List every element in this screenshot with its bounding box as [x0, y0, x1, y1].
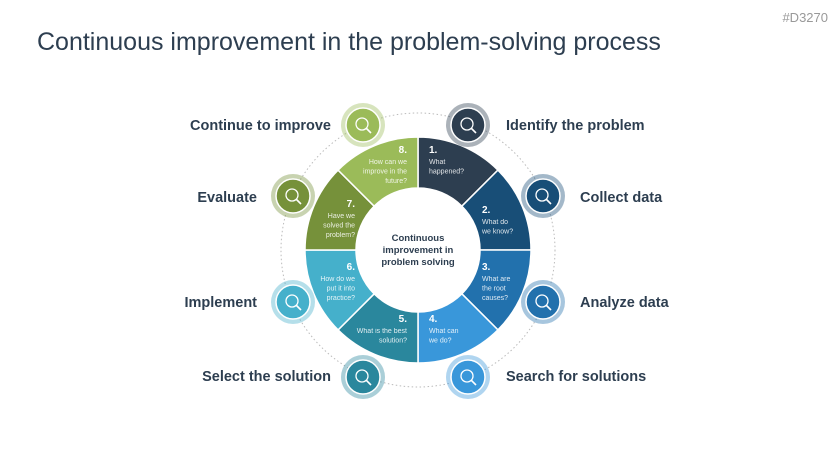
segment-question: the root: [482, 286, 506, 293]
segment-question: happened?: [429, 169, 464, 176]
segment-question: What do: [482, 219, 508, 226]
segment-question: How do we: [320, 276, 355, 283]
dotted-orbit: [280, 112, 556, 388]
segment-question: we know?: [481, 229, 513, 236]
step-label-1: Identify the problem: [506, 118, 645, 134]
magnifier-chart-icon: [521, 174, 565, 218]
idea-search-icon: [446, 355, 490, 399]
bulb-gear-icon: [271, 280, 315, 324]
step-label-5: Select the solution: [202, 369, 331, 385]
segment-question: future?: [385, 178, 407, 185]
step-label-2: Collect data: [580, 190, 663, 206]
step-label-7: Evaluate: [197, 190, 257, 206]
segment-question: How can we: [369, 159, 407, 166]
segment-question: Have we: [328, 213, 355, 220]
segment-question: What is the best: [357, 328, 407, 335]
segment-number: 8.: [399, 145, 408, 156]
segment-question: solution?: [379, 338, 407, 345]
segment-question: What can: [429, 328, 459, 335]
center-title: Continuous: [392, 233, 445, 244]
segment-number: 5.: [399, 314, 408, 325]
search-icon: [446, 103, 490, 147]
slide-title: Continuous improvement in the problem-so…: [37, 28, 661, 56]
hand-idea-icon: [341, 355, 385, 399]
step-label-6: Implement: [184, 295, 257, 311]
segment-question: improve in the: [363, 169, 407, 176]
segment-8: [337, 136, 419, 208]
segment-number: 3.: [482, 262, 491, 273]
segment-number: 6.: [347, 262, 356, 273]
center-title: improvement in: [383, 245, 454, 256]
segment-number: 1.: [429, 145, 438, 156]
slide-code: #D3270: [782, 10, 828, 25]
segment-question: we do?: [428, 338, 452, 345]
segment-number: 2.: [482, 205, 491, 216]
segment-question: practice?: [327, 295, 356, 302]
step-label-4: Search for solutions: [506, 369, 647, 385]
analytics-icon: [521, 280, 565, 324]
step-label-8: Continue to improve: [190, 118, 331, 134]
segment-number: 7.: [347, 199, 356, 210]
thinking-person-icon: [271, 174, 315, 218]
segment-question: solved the: [323, 223, 355, 230]
segment-number: 4.: [429, 314, 438, 325]
segment-question: put it into: [327, 286, 356, 293]
cycle-icon: [341, 103, 385, 147]
center-title: problem solving: [381, 257, 455, 268]
segment-question: problem?: [326, 232, 355, 239]
step-label-3: Analyze data: [580, 295, 669, 311]
segment-question: What are: [482, 276, 511, 283]
segment-question: What: [429, 159, 445, 166]
segment-question: causes?: [482, 295, 508, 302]
